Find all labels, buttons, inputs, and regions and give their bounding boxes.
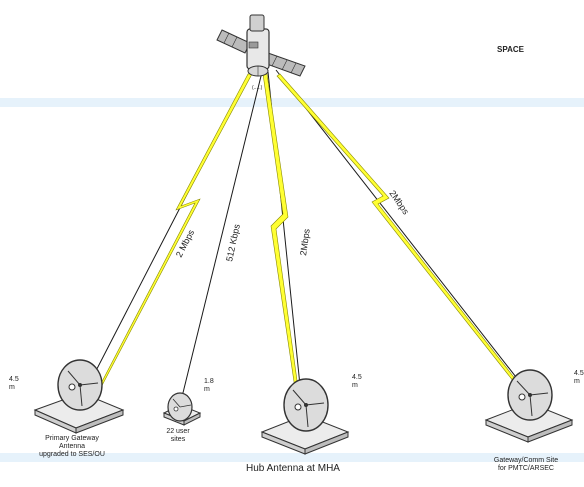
text-line: 22 user [166,428,190,435]
ground-station-1 [33,359,125,434]
station-caption: Hub Antenna at MHA [246,463,340,474]
satellite-caption: (.....) [252,85,263,91]
satellite-icon [216,14,306,77]
text-line: Gateway/Comm Site [494,457,558,464]
text-line: 1.8 [204,378,214,385]
link-rate-label: 2Mbps [387,188,411,216]
link-rate-label: 2Mbps [298,228,312,257]
text-line: sites [171,436,186,443]
text-line: upgraded to SES/OU [39,451,105,458]
link-rate-label: 2 Mbps [174,228,197,259]
space-label: SPACE [497,45,525,54]
text-line: m [352,382,358,389]
text-line: m [574,378,580,385]
ground-station-3 [260,378,350,455]
text-line: 4.5 [574,370,584,377]
ground-boundary-band [0,453,584,462]
text-line: Hub Antenna at MHA [246,463,340,474]
link-rate-label: 512 Kbps [224,223,242,263]
ground-station-2 [162,392,202,426]
text-line: m [204,386,210,393]
text-line: 4.5 [9,376,19,383]
ground-station-4 [484,369,574,443]
text-line: m [9,384,15,391]
space-boundary-band [0,98,584,107]
text-line: Primary Gateway [45,435,99,442]
text-line: 4.5 [352,374,362,381]
lightning-beam-4 [276,73,528,397]
lightning-beams [94,73,528,403]
text-line: for PMTC/ARSEC [498,465,554,472]
lightning-beam-3 [262,73,301,403]
text-line: Antenna [59,443,85,450]
lightning-beam-1 [94,73,253,396]
